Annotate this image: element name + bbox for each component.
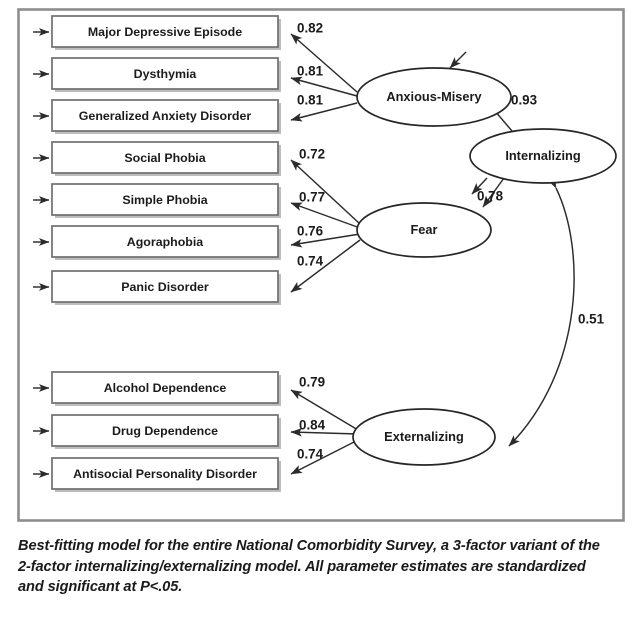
- indicator-group-externalizing: Alcohol Dependence Drug Dependence Antis…: [33, 371, 281, 492]
- factor-label-externalizing: Externalizing: [384, 429, 464, 444]
- coefficient-mde: 0.82: [297, 21, 323, 36]
- indicator-row: Social Phobia: [33, 141, 281, 176]
- factor-label-internalizing: Internalizing: [505, 148, 580, 163]
- indicator-row: Major Depressive Episode: [33, 15, 281, 50]
- loading-path-aspd: [290, 439, 359, 475]
- factor-label-fear: Fear: [410, 222, 437, 237]
- factor-anxious-misery: Anxious-Misery: [356, 67, 512, 127]
- indicator-box-gad: [51, 99, 279, 132]
- loading-path-dys: [290, 76, 358, 97]
- coefficient-pan: 0.74: [297, 254, 324, 269]
- factor-internalizing: Internalizing: [469, 128, 617, 184]
- indicator-box-pan: [51, 270, 279, 303]
- coefficient-gad: 0.81: [297, 93, 324, 108]
- indicator-row: Alcohol Dependence: [33, 371, 281, 406]
- factor-externalizing: Externalizing: [352, 408, 496, 466]
- coefficient-internalizing-anxious-misery: 0.93: [511, 93, 537, 108]
- correlation-path-internalizing-externalizing: [508, 176, 575, 447]
- coefficient-labels: 0.82 0.81 0.81 0.72 0.77 0.76 0.74 0.79 …: [297, 21, 605, 462]
- indicator-label-soc: Social Phobia: [124, 151, 205, 165]
- coefficient-aspd: 0.74: [297, 447, 324, 462]
- indicator-box-mde: [51, 15, 279, 48]
- figure-caption: Best-fitting model for the entire Nation…: [18, 538, 600, 596]
- indicator-label-pan: Panic Disorder: [121, 280, 209, 294]
- indicator-row: Dysthymia: [33, 57, 281, 92]
- coefficient-drug: 0.84: [299, 418, 326, 433]
- loading-paths-anxious-misery: [290, 33, 358, 122]
- loading-path-soc: [290, 159, 361, 225]
- loading-path-mde: [290, 33, 358, 93]
- coefficient-dys: 0.81: [297, 64, 324, 79]
- loading-paths-fear: [290, 159, 361, 293]
- disturbance-arrow-anxious-misery: [449, 51, 467, 69]
- structural-paths: [449, 51, 575, 447]
- indicator-row: Simple Phobia: [33, 183, 281, 218]
- indicator-box-alc: [51, 371, 279, 404]
- indicator-row: Drug Dependence: [33, 414, 281, 449]
- factor-label-anxious-misery: Anxious-Misery: [386, 89, 482, 104]
- loading-path-alc: [290, 389, 359, 431]
- loading-path-simp: [290, 202, 361, 229]
- indicator-label-alc: Alcohol Dependence: [104, 381, 227, 395]
- indicator-box-ago: [51, 225, 279, 258]
- loading-path-drug: [290, 427, 359, 437]
- coefficient-alc: 0.79: [299, 375, 325, 390]
- indicator-row: Agoraphobia: [33, 225, 281, 260]
- coefficient-internalizing-externalizing: 0.51: [578, 312, 605, 327]
- structural-path-internalizing-to-fear-tick: [471, 177, 488, 195]
- loading-path-gad: [290, 102, 358, 122]
- factor-fear: Fear: [356, 202, 492, 258]
- indicator-box-simp: [51, 183, 279, 216]
- indicator-label-simp: Simple Phobia: [122, 193, 207, 207]
- coefficient-internalizing-fear: 0.78: [477, 189, 504, 204]
- indicator-label-drug: Drug Dependence: [112, 424, 218, 438]
- indicator-row: Panic Disorder: [33, 270, 281, 305]
- indicator-label-aspd: Antisocial Personality Disorder: [73, 467, 257, 481]
- indicator-group-internalizing: Major Depressive Episode Dysthymia Gener…: [33, 15, 281, 305]
- indicator-row: Generalized Anxiety Disorder: [33, 99, 281, 134]
- indicator-label-mde: Major Depressive Episode: [88, 25, 242, 39]
- indicator-row: Antisocial Personality Disorder: [33, 457, 281, 492]
- indicator-label-ago: Agoraphobia: [127, 235, 204, 249]
- indicator-label-dys: Dysthymia: [134, 67, 197, 81]
- indicator-box-aspd: [51, 457, 279, 490]
- coefficient-simp: 0.77: [299, 190, 325, 205]
- indicator-box-drug: [51, 414, 279, 447]
- loading-paths-externalizing: [290, 389, 359, 475]
- indicator-box-soc: [51, 141, 279, 174]
- loading-path-pan: [290, 239, 361, 293]
- indicator-label-gad: Generalized Anxiety Disorder: [79, 109, 252, 123]
- structural-path-internalizing-to-fear: [482, 177, 505, 208]
- coefficient-soc: 0.72: [299, 147, 325, 162]
- loading-path-ago: [290, 233, 361, 248]
- indicator-box-dys: [51, 57, 279, 90]
- coefficient-ago: 0.76: [297, 224, 323, 239]
